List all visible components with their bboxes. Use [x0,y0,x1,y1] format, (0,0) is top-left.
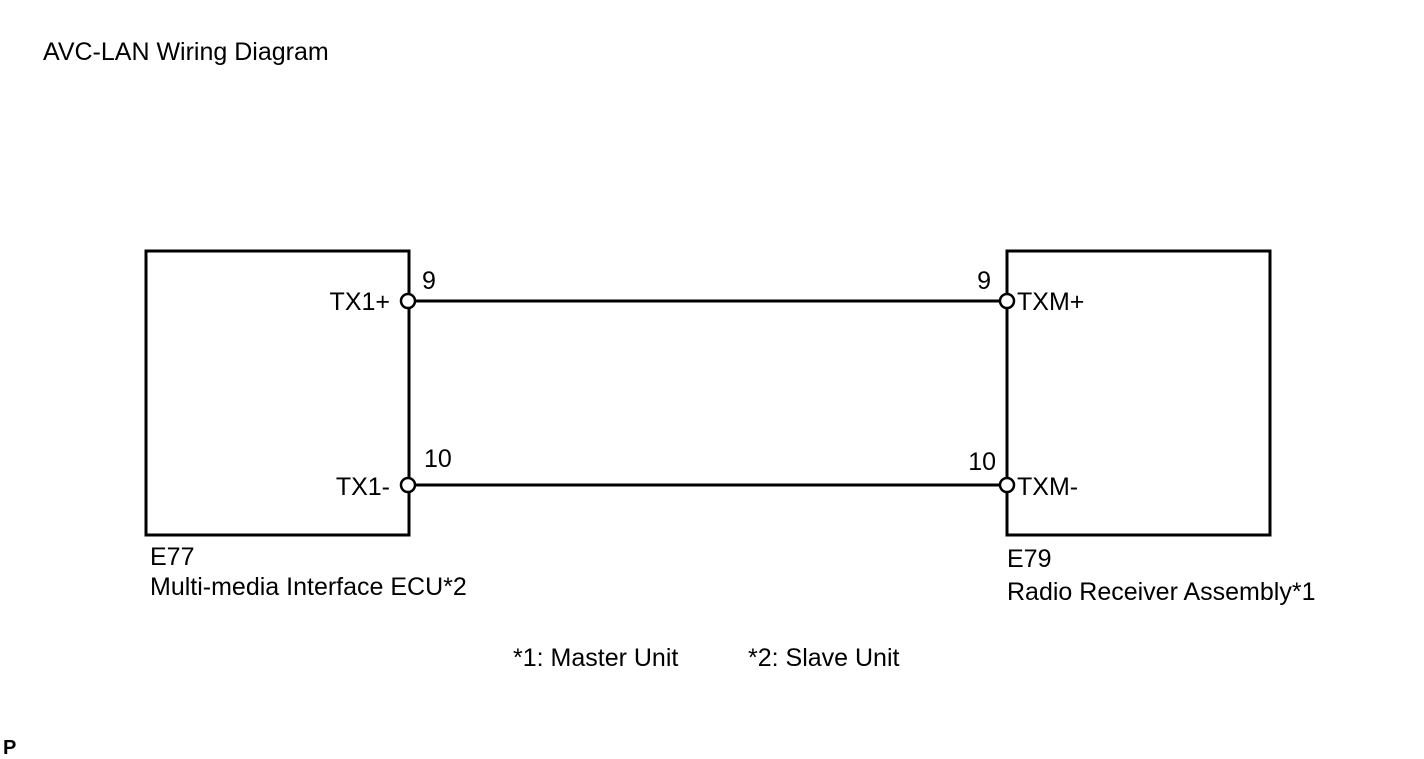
left-component-name: Multi-media Interface ECU*2 [150,573,467,601]
left-connector-code: E77 [150,543,194,571]
left-pin-negative-number: 10 [424,445,452,473]
right-component-box [1005,249,1272,537]
right-pin-negative-terminal [998,476,1016,494]
left-pin-positive-number: 9 [422,267,436,295]
corner-mark: P [3,737,16,759]
diagram-title: AVC-LAN Wiring Diagram [43,38,329,66]
right-pin-negative-signal: TXM- [1017,473,1078,501]
left-pin-positive-signal: TX1+ [330,288,390,316]
right-connector-code: E79 [1007,545,1051,573]
left-pin-positive-terminal [399,292,417,310]
right-component-name: Radio Receiver Assembly*1 [1007,578,1315,606]
left-pin-negative-signal: TX1- [336,473,390,501]
note-master-unit: *1: Master Unit [513,644,678,672]
left-component-box [144,249,411,537]
right-pin-negative-number: 10 [968,448,996,476]
note-slave-unit: *2: Slave Unit [748,644,900,672]
right-pin-positive-signal: TXM+ [1017,288,1084,316]
right-pin-positive-number: 9 [977,267,991,295]
left-pin-negative-terminal [399,476,417,494]
right-pin-positive-terminal [998,292,1016,310]
